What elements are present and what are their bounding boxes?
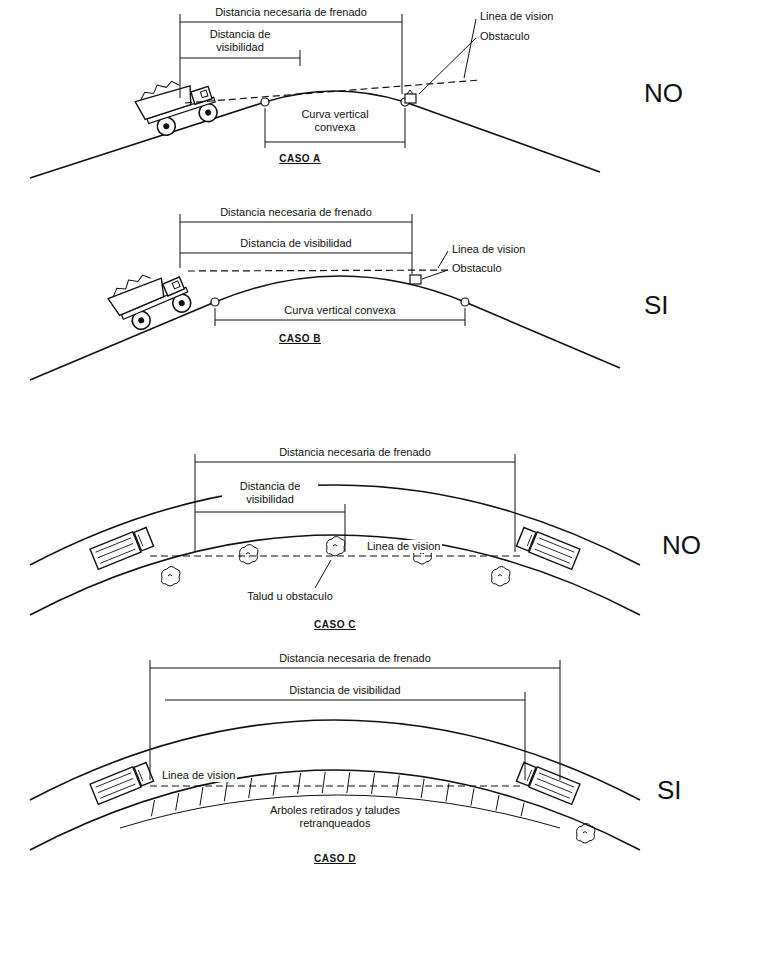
dimension-line — [165, 692, 525, 780]
dimension-label: Distancia necesaria de frenado — [213, 6, 369, 19]
dimension-line — [265, 108, 405, 148]
dimension-line — [195, 454, 515, 552]
line-of-sight — [185, 80, 480, 103]
callout-label: Linea de vision — [478, 10, 555, 23]
obstacle — [407, 90, 413, 94]
case-title: CASO D — [312, 852, 358, 865]
slope-hatching — [176, 793, 179, 810]
truck-plan — [90, 762, 154, 805]
ground-profile — [30, 276, 620, 380]
slope-hatching — [322, 772, 325, 793]
truck-plan — [90, 527, 154, 570]
dimension-label: Curva vertical convexa — [282, 304, 397, 317]
case-c — [30, 454, 640, 615]
slope-hatching — [421, 779, 424, 798]
line-of-sight — [188, 270, 470, 271]
leader-line — [422, 251, 448, 279]
case-c — [327, 537, 346, 557]
curve-point — [261, 98, 269, 106]
callout-label: Linea de vision — [450, 243, 527, 256]
slope-hatching — [446, 783, 449, 801]
slope-hatching — [200, 787, 203, 806]
truck-plan — [516, 527, 580, 570]
case-title: CASO C — [312, 618, 358, 631]
line-of-sight — [150, 785, 520, 786]
case-title: CASO A — [277, 152, 323, 165]
case-title: CASO B — [277, 332, 323, 345]
callout-label: Obstaculo — [450, 262, 504, 275]
obstacle — [405, 94, 416, 103]
slope-hatching — [249, 778, 252, 798]
slope-hatching — [496, 795, 499, 810]
verdict: NO — [660, 530, 703, 560]
dimension-line — [180, 214, 412, 274]
leader-line — [315, 560, 331, 588]
dimension-label: Distancia de visibilidad — [287, 684, 402, 697]
dimension-label: Distancia de visibilidad — [222, 480, 318, 506]
callout-label: Arboles retirados y taludes retranqueado… — [267, 804, 403, 830]
case-b — [30, 214, 620, 380]
verdict: NO — [642, 78, 685, 108]
dump-truck — [132, 70, 220, 142]
dimension-line — [180, 14, 402, 98]
case-c — [492, 567, 511, 587]
slope-hatching — [471, 789, 474, 806]
slope-hatching — [273, 775, 276, 796]
verdict: SI — [642, 290, 671, 320]
slope-hatching — [298, 773, 301, 794]
verdict: SI — [655, 775, 684, 805]
leader-line — [419, 19, 476, 94]
slope-hatching — [396, 776, 399, 796]
dimension-line — [195, 504, 345, 552]
truck-plan — [516, 762, 580, 805]
obstacle — [410, 275, 421, 284]
callout-label: Linea de vision — [160, 769, 237, 782]
slope-hatching — [372, 773, 375, 794]
dimension-label: Distancia necesaria de frenado — [277, 652, 433, 665]
case-d — [577, 824, 596, 844]
callout-label: Linea de vision — [365, 540, 442, 553]
curve-point — [461, 298, 469, 306]
case-a — [30, 14, 600, 178]
case-c — [240, 545, 259, 565]
slope-hatching — [347, 772, 350, 793]
dimension-label: Curva vertical convexa — [291, 108, 379, 134]
curve-point — [211, 298, 219, 306]
slope-hatching — [224, 782, 227, 801]
dimension-line — [150, 660, 560, 780]
dimension-label: Distancia de visibilidad — [192, 28, 288, 54]
case-d — [30, 660, 640, 850]
ground-profile — [30, 91, 600, 178]
slope-hatching — [151, 800, 154, 816]
dimension-label: Distancia necesaria de frenado — [218, 206, 374, 219]
slope-hatching — [521, 803, 524, 817]
dimension-line — [180, 253, 412, 254]
callout-label: Obstaculo — [478, 30, 532, 43]
dimension-label: Distancia de visibilidad — [238, 237, 353, 250]
dimension-label: Distancia necesaria de frenado — [277, 446, 433, 459]
dump-truck — [105, 261, 195, 338]
case-c — [162, 567, 181, 587]
callout-label: Talud u obstaculo — [245, 590, 335, 603]
